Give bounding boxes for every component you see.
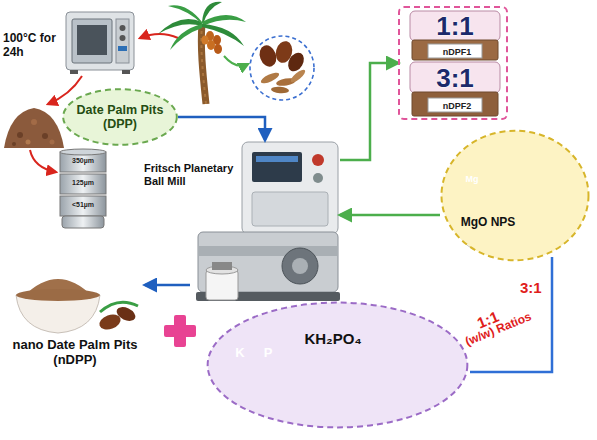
plus-sign bbox=[164, 315, 196, 347]
flow-arrow bbox=[340, 214, 440, 217]
oven bbox=[66, 12, 134, 74]
ellipse-shape bbox=[208, 303, 468, 428]
equipment-label: Fritsch Planetary Ball Mill bbox=[144, 162, 236, 187]
ellipse-shape bbox=[442, 131, 589, 261]
sieve-size: 125µm bbox=[60, 179, 106, 187]
product-label: nano Date Palm Pits (nDPP) bbox=[5, 338, 145, 368]
flow-arrow bbox=[145, 284, 190, 287]
ratio-label: 3:1 bbox=[520, 280, 542, 297]
mgo-circle: MgMgO NPS bbox=[440, 128, 590, 263]
sieve-size: <51µm bbox=[60, 201, 106, 209]
ball-mill-node: Fritsch Planetary Ball Mill bbox=[190, 140, 340, 305]
material-label: MgO NPS bbox=[448, 216, 528, 230]
ratio-bracket bbox=[470, 257, 552, 372]
palm-tree bbox=[158, 2, 246, 104]
ratio-label: 1:1 bbox=[408, 12, 502, 41]
element-symbol: K bbox=[227, 344, 253, 362]
oven-step: 100°C for 24h bbox=[3, 10, 140, 76]
formula-label: KH₂PO₄ bbox=[283, 330, 383, 347]
ellipse-outline bbox=[440, 128, 590, 263]
jar-label: nDPF2 bbox=[430, 101, 484, 111]
sample-box: 1:1 nDPF1 3:1 nDPF2 bbox=[398, 6, 508, 120]
flow-arrow bbox=[340, 63, 398, 160]
ellipse-shape bbox=[63, 89, 177, 145]
ndpp-node: nano Date Palm Pits (nDPP) bbox=[5, 250, 145, 372]
jar-label: nDPF1 bbox=[430, 47, 484, 57]
sieve-size: 350µm bbox=[60, 157, 106, 165]
flow-arrow bbox=[178, 117, 265, 140]
ellipse-outline bbox=[205, 300, 470, 430]
element-symbol: P bbox=[255, 344, 281, 362]
step-label: 100°C for 24h bbox=[3, 32, 65, 60]
process-arrow bbox=[30, 150, 56, 172]
ground-pits bbox=[4, 108, 64, 148]
powder-bowl bbox=[16, 279, 138, 333]
sieve-stack bbox=[60, 149, 106, 228]
node-label: Date Palm Pits (DPP) bbox=[74, 103, 166, 132]
ratio-label: 3:1 bbox=[408, 64, 502, 93]
dpp-ellipse: Date Palm Pits (DPP) bbox=[62, 88, 178, 146]
dates-and-pits bbox=[224, 36, 314, 100]
element-symbol: Mg bbox=[458, 174, 486, 185]
kh2po4-ellipse: KPKH₂PO₄ bbox=[205, 300, 470, 430]
process-arrow bbox=[140, 34, 178, 38]
